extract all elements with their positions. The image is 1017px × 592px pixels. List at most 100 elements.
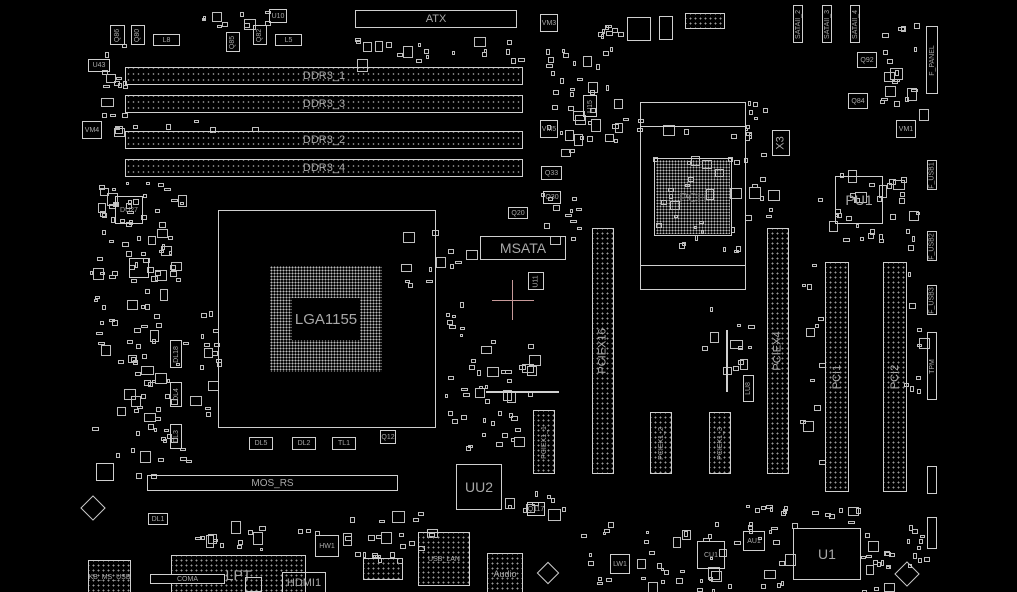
- chip-vm3[interactable]: VM3: [540, 14, 558, 32]
- smd-pad: [452, 419, 458, 424]
- tpm-header[interactable]: TPM: [927, 332, 937, 400]
- smd-pad: [200, 365, 204, 370]
- smd-pad: [551, 498, 555, 503]
- smd-pad: [570, 220, 577, 223]
- crystal-package[interactable]: [894, 561, 920, 587]
- f-usb1-header[interactable]: F_USB1: [927, 160, 937, 190]
- chip-hw1[interactable]: HW1: [315, 535, 339, 557]
- header-connector[interactable]: [685, 13, 725, 29]
- chip-pu1[interactable]: PU1: [835, 176, 883, 224]
- chip-au1[interactable]: AU1: [743, 531, 765, 551]
- chip-vm5[interactable]: VM5: [540, 120, 558, 138]
- crystal-package[interactable]: [80, 495, 106, 521]
- pciex1-1-slot[interactable]: PCIEX1_1: [533, 410, 555, 474]
- f-panel-header[interactable]: F_PANEL: [926, 26, 938, 94]
- diode-tl1[interactable]: TL1: [332, 437, 356, 450]
- smd-pad: [134, 409, 139, 413]
- inductor-l8[interactable]: L8: [153, 34, 180, 46]
- pch-outline[interactable]: [640, 102, 746, 290]
- cpu-socket[interactable]: [218, 210, 436, 428]
- chip-vm1[interactable]: VM1: [896, 120, 916, 138]
- chip-uu2[interactable]: UU2: [456, 464, 502, 510]
- chip-cu1[interactable]: CU1: [697, 541, 725, 569]
- mosfet-q117[interactable]: Q117: [527, 502, 545, 516]
- q30-label: Q30: [545, 194, 559, 201]
- f-usb2-header[interactable]: F_USB2: [927, 231, 937, 261]
- ic-package[interactable]: [129, 258, 149, 278]
- crystal-x3[interactable]: X3: [772, 130, 790, 156]
- header-connector[interactable]: [927, 517, 937, 549]
- mosfet-q85[interactable]: Q85: [226, 32, 240, 52]
- mos-rs-strip[interactable]: MOS_RS: [147, 475, 398, 491]
- mosfet-q12[interactable]: Q12: [380, 430, 396, 444]
- diode-dl2[interactable]: DL2: [292, 437, 316, 450]
- f-usb1-label: F_USB1: [928, 161, 936, 189]
- ic-package[interactable]: [627, 17, 651, 41]
- pciex1-2-slot[interactable]: PCIEX1_2: [650, 412, 672, 474]
- pch-chip[interactable]: [654, 158, 732, 236]
- ddr3-1-slot[interactable]: DDR3_1: [125, 67, 523, 85]
- pciex4-slot[interactable]: PCIEX4: [767, 228, 789, 474]
- smd-pad: [222, 22, 228, 27]
- atx-connector[interactable]: ATX: [355, 10, 517, 28]
- mosfet-q30[interactable]: Q30: [543, 191, 561, 204]
- crystal-package[interactable]: [536, 561, 560, 585]
- msata-connector[interactable]: MSATA: [480, 236, 566, 260]
- inductor-lu8[interactable]: LU8: [743, 375, 754, 402]
- smd-pad: [180, 202, 184, 205]
- header-connector[interactable]: [363, 558, 403, 580]
- diode-dl1[interactable]: DL1: [148, 513, 168, 525]
- chip-u1[interactable]: U1: [793, 528, 861, 580]
- lpt-connector[interactable]: LPT: [171, 555, 306, 592]
- chip-u15[interactable]: U15: [583, 95, 597, 117]
- hdmi1-connector[interactable]: HDMI1: [282, 572, 326, 592]
- smd-pad: [118, 360, 124, 364]
- smd-pad: [894, 101, 900, 107]
- header-connector[interactable]: [927, 466, 937, 494]
- usb-lan-connector[interactable]: USB_LAN: [418, 532, 470, 586]
- ic-package[interactable]: [659, 16, 673, 40]
- f-usb3-header[interactable]: F_USB3: [927, 285, 937, 315]
- ic-package[interactable]: [245, 577, 262, 592]
- chip-lw1[interactable]: LW1: [610, 554, 630, 574]
- ic-package[interactable]: [96, 463, 114, 481]
- kb-ms-usb-connector[interactable]: KB_MS_USB: [88, 560, 131, 592]
- chip-u10[interactable]: U10: [269, 9, 287, 23]
- smd-pad: [109, 319, 115, 322]
- coma-header[interactable]: COMA: [150, 574, 225, 584]
- ddr3-3-label: DDR3_3: [302, 98, 346, 110]
- mosfet-q86[interactable]: Q86: [110, 25, 125, 45]
- chip-vm4[interactable]: VM4: [82, 121, 102, 139]
- smd-pad: [171, 199, 178, 202]
- chip-u43[interactable]: U43: [88, 59, 110, 72]
- mosfet-q80[interactable]: Q80: [131, 25, 145, 45]
- smd-pad: [170, 265, 176, 270]
- mosfet-q92[interactable]: Q92: [857, 52, 877, 68]
- audio-connector[interactable]: Audio: [487, 553, 523, 592]
- smd-pad: [507, 379, 512, 383]
- mosfet-q82[interactable]: Q82: [253, 25, 267, 45]
- ddr3-4-slot[interactable]: DDR3_4: [125, 159, 523, 177]
- diode-dl18[interactable]: DL18: [170, 340, 182, 368]
- sataii-3-connector[interactable]: SATAII_3: [822, 5, 832, 43]
- pci1-slot[interactable]: PCI1: [825, 262, 849, 492]
- diode-dl5[interactable]: DL5: [249, 437, 273, 450]
- mosfet-q33[interactable]: Q33: [541, 166, 562, 180]
- mosfet-q20[interactable]: Q20: [508, 207, 528, 219]
- ddr3-2-slot[interactable]: DDR3_2: [125, 131, 523, 149]
- diode-dl4[interactable]: DL4: [170, 382, 182, 407]
- sataii-2-connector[interactable]: SATAII_2: [793, 5, 803, 43]
- smd-pad: [661, 580, 665, 584]
- chip-du27[interactable]: DU27: [115, 196, 143, 224]
- smd-pad: [917, 546, 921, 550]
- diode-dl3[interactable]: DL3: [170, 424, 182, 449]
- inductor-l5[interactable]: L5: [275, 34, 302, 46]
- ddr3-3-slot[interactable]: DDR3_3: [125, 95, 523, 113]
- pci2-slot[interactable]: PCI2: [883, 262, 907, 492]
- chip-u11[interactable]: U11: [528, 272, 544, 290]
- pciex16-slot[interactable]: PCIEX16: [592, 228, 614, 474]
- sataii-4-connector[interactable]: SATAII_4: [850, 5, 860, 43]
- pciex1-3-slot[interactable]: PCIEX1_3: [709, 412, 731, 474]
- mosfet-q84[interactable]: Q84: [848, 93, 868, 109]
